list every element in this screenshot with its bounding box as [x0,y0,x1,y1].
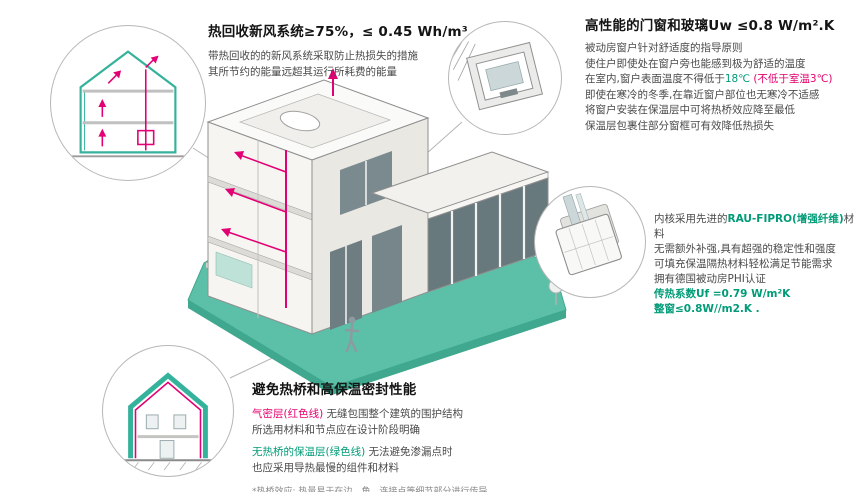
callout-window-profile [534,186,646,298]
ventilation-house-section-icon [68,50,188,158]
section-heat-recovery: 热回收新风系统≥75%，≤ 0.45 Wh/m³ 带热回收的的新风系统采取防止热… [208,20,508,80]
kitchen-units [215,251,253,289]
body-line: 使住户即使处在窗户旁也能感到极为舒适的温度 [585,57,806,70]
house-cutaway [206,79,550,335]
thermal-footnote: *热桥效应: 热量易于在边、角、连接点等细节部分进行传导 [252,487,488,492]
ventilation-ducts [221,68,338,308]
callout-heat-recovery [50,25,206,181]
window-profile-icon [555,193,622,276]
material-name: RAU-FIPRO(增强纤维) [727,213,844,225]
insulation-line: 无热桥的保温层(绿色线) 无法避免渗漏点时 [252,445,597,461]
uf-value-line: 传热系数Uf =0.79 W/m²K [654,288,791,300]
section-profile: 内核采用先进的RAU-FIPRO(增强纤维)材料 无需额外补强,具有超强的稳定性… [654,212,864,317]
insulated-house-section-icon [110,372,226,471]
airtight-line: 气密层(红色线) 无缝包围整个建筑的围护结构 [252,407,597,423]
text-fragment: 无法避免渗漏点时 [365,446,453,458]
body-line: 保温层包裹住部分窗框可有效降低热损失 [585,119,774,132]
bathtub [279,110,321,132]
body-line: 即使在寒冷的冬季,在靠近窗户部位也无寒冷不适感 [585,88,820,101]
body-line: 也应采用导热最慢的组件和材料 [252,461,399,474]
thermal-title: 避免热桥和高保温密封性能 [252,382,417,398]
section-thermal-bridge: 避免热桥和高保温密封性能 气密层(红色线) 无缝包围整个建筑的围护结构 所选用材… [252,378,597,492]
uw-value-line: 整窗≤0.8W//m2.K . [654,303,760,315]
callout-window-detail [448,21,562,135]
body-line: 拥有德国被动房PHI认证 [654,273,766,285]
spacer [252,438,597,445]
insulation-layer-label: 无热桥的保温层(绿色线) [252,446,366,458]
body-line: 可填充保温隔热材料轻松满足节能需求 [654,258,833,270]
body-line: 无需额外补强,具有超强的稳定性和强度 [654,243,836,255]
body-line: 其所节约的能量远超其运行所耗费的能量 [208,65,397,78]
text-fragment: 在室内,窗户表面温度不得低于 [585,73,725,85]
person-figure [344,316,360,353]
text-fragment: 无缝包围整个建筑的围护结构 [323,408,464,420]
windows-title: 高性能的门窗和玻璃Uw ≤0.8 W/m².K [585,18,835,34]
text-fragment: 内核采用先进的 [654,213,728,225]
temperature-value: 18℃ [724,73,750,85]
airtight-layer-label: 气密层(红色线) [252,408,324,420]
section-windows: 高性能的门窗和玻璃Uw ≤0.8 W/m².K 被动房窗户针对舒适度的指导原则 … [585,14,863,134]
body-line: 被动房窗户针对舒适度的指导原则 [585,42,743,54]
body-line: 将窗户安装在保温层中可将热桥效应降至最低 [585,104,795,116]
heat-recovery-title: 热回收新风系统≥75%，≤ 0.45 Wh/m³ [208,24,468,40]
body-line: 所选用材料和节点应在设计阶段明确 [252,423,420,436]
callout-thermal-bridge [102,345,234,477]
temperature-note: (不低于室温3℃) [750,73,833,85]
body-line-material: 内核采用先进的RAU-FIPRO(增强纤维)材料 [654,212,864,242]
body-line: 带热回收的的新风系统采取防止热损失的措施 [208,50,418,62]
text-fragment: 材料 [654,213,855,240]
body-line-temperature: 在室内,窗户表面温度不得低于18℃ (不低于室温3℃) [585,72,863,88]
window-corner-detail-icon [452,40,543,111]
